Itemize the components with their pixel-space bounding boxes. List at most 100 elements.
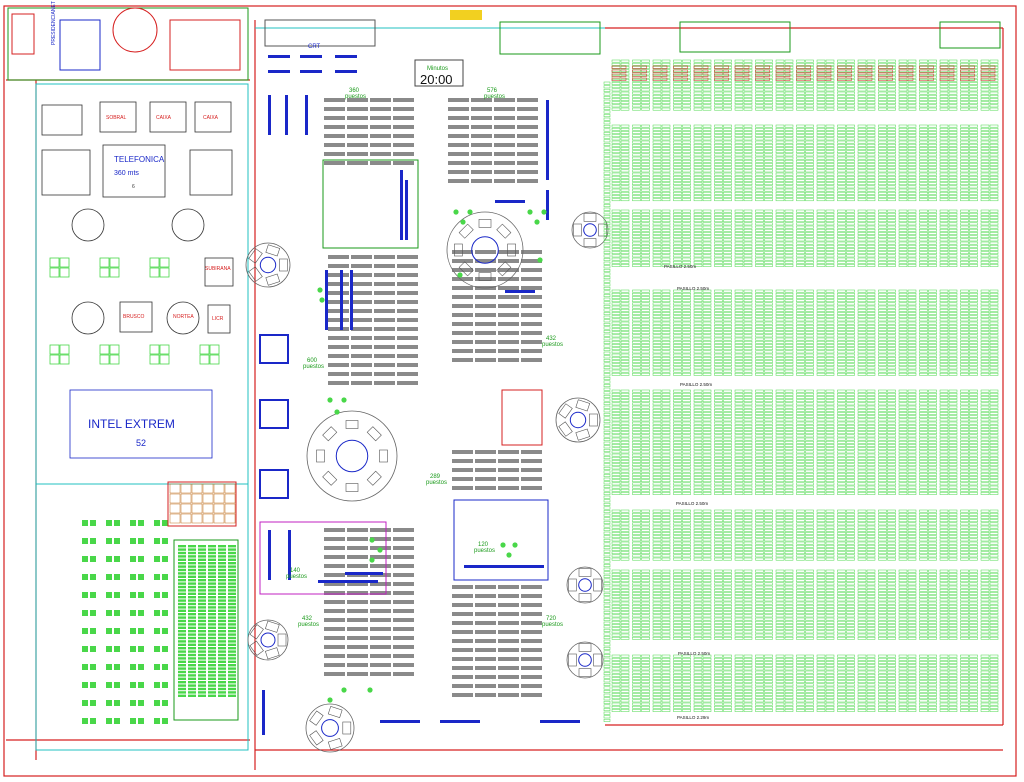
booth: [202, 503, 214, 514]
seat: [796, 182, 805, 186]
seat: [980, 305, 990, 309]
seat-block: [575, 399, 591, 412]
seat: [632, 347, 641, 351]
seat: [661, 209, 671, 213]
seat-block: [496, 223, 512, 239]
seat: [887, 235, 896, 239]
seat: [980, 169, 990, 173]
seat: [980, 296, 990, 299]
seat: [887, 85, 896, 89]
seat: [948, 153, 958, 157]
seat: [898, 188, 908, 192]
seat: [866, 372, 876, 376]
seat: [723, 188, 732, 192]
seat: [620, 479, 630, 483]
seat: [743, 228, 753, 232]
seat: [702, 147, 712, 150]
seat: [907, 289, 917, 293]
seat: [898, 216, 908, 219]
seat: [702, 366, 712, 370]
table-row: [393, 546, 414, 550]
seat: [611, 107, 621, 111]
seat: [784, 254, 794, 258]
seat-block: [496, 261, 512, 277]
seat: [228, 599, 236, 602]
seat: [989, 244, 999, 248]
seat: [969, 321, 978, 325]
seat: [866, 104, 876, 108]
seat: [805, 318, 814, 322]
desk: [540, 720, 580, 723]
seat: [816, 212, 826, 216]
seat: [775, 305, 785, 309]
seat: [661, 289, 671, 293]
seat: [228, 636, 236, 640]
seat: [743, 232, 753, 235]
seat: [218, 643, 226, 646]
seat: [887, 188, 896, 192]
seat: [825, 408, 835, 412]
seat: [632, 188, 641, 192]
seat: [188, 596, 196, 599]
seat: [652, 175, 662, 179]
seat: [878, 241, 887, 245]
seat: [673, 485, 682, 489]
seat: [928, 264, 937, 267]
seat: [228, 609, 236, 612]
seat: [743, 392, 753, 396]
seat: [980, 324, 990, 328]
seat: [755, 156, 764, 160]
seat: [784, 98, 794, 101]
seat: [866, 347, 876, 351]
seat: [948, 264, 958, 267]
seat: [969, 188, 978, 192]
seat: [755, 264, 764, 267]
booth: [224, 513, 236, 524]
seat: [784, 257, 794, 261]
seat: [989, 59, 999, 63]
seat: [661, 140, 671, 144]
seat: [641, 312, 650, 315]
seat: [837, 85, 846, 89]
seat: [228, 626, 236, 629]
seat: [960, 101, 969, 105]
seat: [632, 356, 641, 360]
seat: [857, 88, 867, 92]
seat: [919, 179, 928, 182]
seat: [723, 248, 732, 251]
seat: [898, 254, 908, 258]
stage: [335, 439, 369, 473]
seat: [723, 453, 732, 457]
seat: [178, 575, 186, 578]
seat: [907, 232, 917, 235]
booth: [159, 344, 170, 355]
seat: [620, 191, 630, 195]
seat: [734, 182, 744, 186]
seat: [796, 466, 805, 470]
seat: [960, 305, 969, 309]
seat: [734, 485, 744, 489]
seat: [682, 59, 691, 63]
seat: [228, 558, 236, 561]
seat: [734, 418, 744, 422]
seat: [106, 700, 112, 706]
seat: [620, 94, 630, 98]
seat: [866, 315, 876, 319]
seat: [878, 94, 887, 98]
seat: [857, 456, 867, 460]
seat: [919, 312, 928, 315]
seat: [796, 415, 805, 419]
seat: [919, 232, 928, 235]
seat: [620, 437, 630, 441]
seat: [673, 248, 682, 251]
seat: [652, 104, 662, 108]
seat: [188, 694, 196, 697]
seat: [857, 296, 867, 299]
seat: [898, 296, 908, 299]
seat: [784, 101, 794, 105]
seat: [907, 292, 917, 296]
seat: [743, 241, 753, 245]
seat: [989, 328, 999, 331]
seat: [907, 340, 917, 344]
table-row: [471, 161, 492, 165]
